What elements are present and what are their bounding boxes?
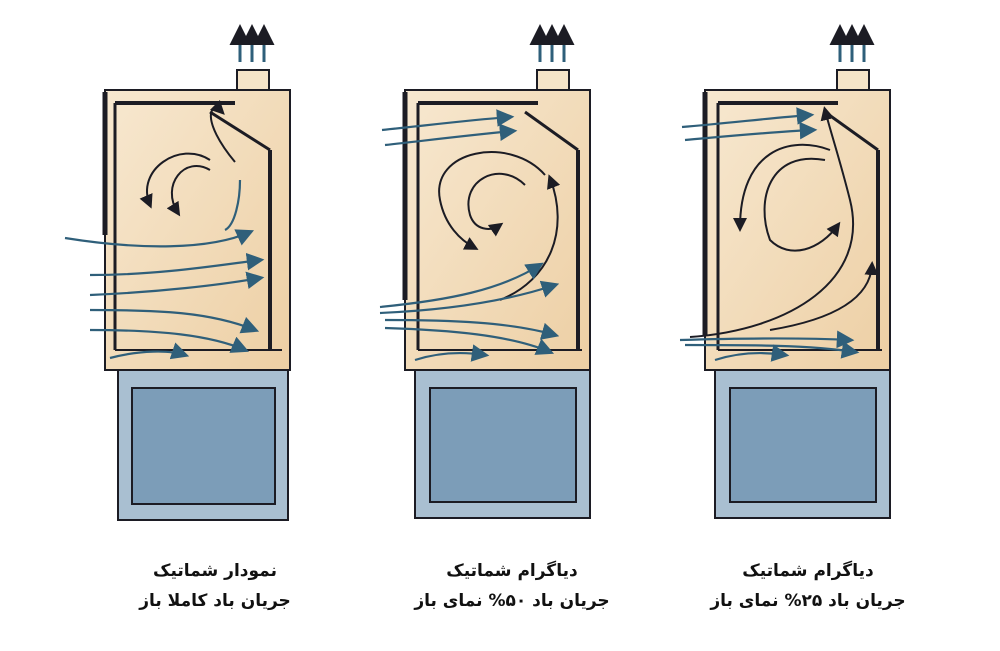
caption-title: نمودار شماتیک xyxy=(153,561,277,581)
exhaust-arrows-icon xyxy=(229,24,275,62)
fume-hood-illustration xyxy=(379,24,591,519)
caption-subtitle: جریان باد ۲۵% نمای باز xyxy=(710,591,906,611)
base-cabinet xyxy=(117,369,289,521)
caption-title: دیاگرام شماتیک xyxy=(742,561,874,581)
diagram-fully-open xyxy=(60,0,320,651)
exhaust-arrows-icon xyxy=(829,24,875,62)
caption-quarter-open: دیاگرام شماتیک جریان باد ۲۵% نمای باز xyxy=(688,556,928,616)
caption-half-open: دیاگرام شماتیک جریان باد ۵۰% نمای باز xyxy=(392,556,632,616)
diagram-half-open xyxy=(370,0,610,651)
base-cabinet xyxy=(714,369,891,519)
caption-subtitle: جریان باد ۵۰% نمای باز xyxy=(414,591,610,611)
caption-fully-open: نمودار شماتیک جریان باد کاملا باز xyxy=(95,556,335,616)
fume-hood-illustration xyxy=(64,24,291,521)
caption-title: دیاگرام شماتیک xyxy=(446,561,578,581)
fume-hood-illustration xyxy=(679,24,891,519)
caption-subtitle: جریان باد کاملا باز xyxy=(139,591,291,611)
base-cabinet xyxy=(414,369,591,519)
exhaust-arrows-icon xyxy=(529,24,575,62)
diagram-quarter-open xyxy=(670,0,910,651)
